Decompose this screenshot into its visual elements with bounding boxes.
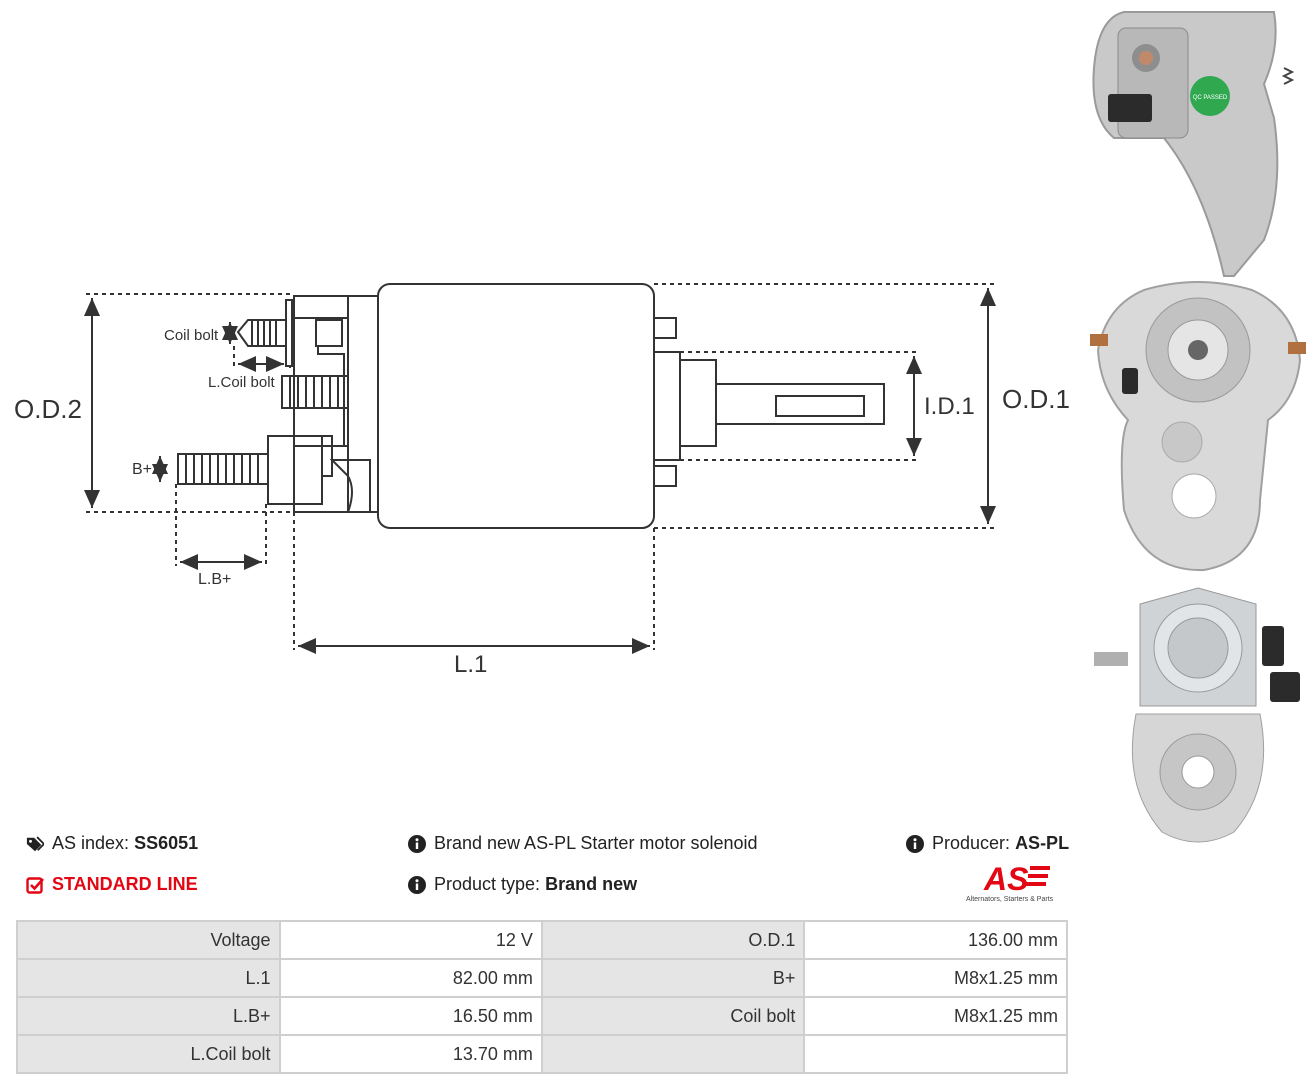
product-type-row: Product type: Brand new [408, 874, 637, 895]
qc-badge-icon [1190, 76, 1230, 116]
lb-label: L.B+ [198, 571, 231, 588]
standard-line-row: STANDARD LINE [26, 874, 198, 895]
spec-value [803, 1034, 1068, 1074]
as-index-value: SS6051 [134, 833, 199, 853]
spec-key: L.1 [16, 958, 281, 998]
qc-badge-text: QC PASSED [1193, 95, 1228, 101]
description-row: Brand new AS-PL Starter motor solenoid [408, 833, 758, 854]
producer-row: Producer: AS-PL [906, 833, 1069, 854]
description-text: Brand new AS-PL Starter motor solenoid [434, 833, 758, 853]
product-photo-front[interactable] [1084, 280, 1312, 576]
check-square-icon [26, 876, 44, 894]
spec-value: 82.00 mm [278, 958, 543, 998]
producer-value: AS-PL [1015, 833, 1070, 853]
od1-label: O.D.1 [1002, 384, 1070, 414]
spec-key [540, 1034, 806, 1074]
info-icon [408, 834, 426, 853]
tags-icon [26, 836, 44, 851]
info-icon [906, 834, 924, 853]
spec-key: Coil bolt [540, 996, 806, 1036]
product-type-label: Product type: [434, 874, 541, 894]
table-row: L.Coil bolt 13.70 mm [16, 1034, 1068, 1074]
spec-key: O.D.1 [540, 920, 806, 960]
spec-key: B+ [540, 958, 806, 998]
product-type-value: Brand new [545, 874, 638, 894]
as-logo-mark: AS [983, 861, 1050, 897]
as-pl-logo[interactable]: AS Alternators, Starters & Parts [962, 861, 1070, 908]
bplus-label: B+ [132, 461, 152, 478]
solenoid-body [377, 283, 655, 529]
middle-bolt [281, 375, 349, 409]
producer-label: Producer: [932, 833, 1011, 853]
logo-text: AS [983, 862, 1029, 894]
spec-value: 136.00 mm [803, 920, 1068, 960]
spec-value: M8x1.25 mm [803, 996, 1068, 1036]
coil-bolt-label: Coil bolt [164, 327, 219, 344]
table-row: Voltage 12 V O.D.1 136.00 mm [16, 920, 1068, 960]
table-row: L.1 82.00 mm B+ M8x1.25 mm [16, 958, 1068, 998]
spec-value: M8x1.25 mm [803, 958, 1068, 998]
table-row: L.B+ 16.50 mm Coil bolt M8x1.25 mm [16, 996, 1068, 1036]
info-icon [408, 875, 426, 894]
product-photo-back[interactable] [1084, 586, 1312, 844]
spec-value: 16.50 mm [278, 996, 543, 1036]
solenoid-dimension-diagram: O.D.2 O.D.1 I.D.1 L.1 L.B+ B+ Coil bolt … [14, 283, 1070, 678]
l-coil-bolt-label: L.Coil bolt [208, 374, 276, 391]
as-index-row: AS index: SS6051 [26, 833, 198, 854]
id1-label: I.D.1 [924, 393, 975, 420]
bplus-terminal [177, 435, 371, 513]
standard-line-label: STANDARD LINE [52, 874, 198, 894]
spec-value: 12 V [278, 920, 543, 960]
spec-key: L.Coil bolt [16, 1034, 281, 1074]
spec-key: L.B+ [16, 996, 281, 1036]
coil-bolt [236, 299, 293, 367]
logo-tagline: Alternators, Starters & Parts [966, 896, 1054, 903]
l1-label: L.1 [454, 651, 487, 678]
as-index-label: AS index: [52, 833, 130, 853]
plunger [653, 317, 885, 487]
product-photo-side[interactable]: QC PASSED [1084, 8, 1312, 278]
od2-label: O.D.2 [14, 394, 82, 424]
spec-value: 13.70 mm [278, 1034, 543, 1074]
spec-key: Voltage [16, 920, 281, 960]
specs-table: Voltage 12 V O.D.1 136.00 mm L.1 82.00 m… [16, 920, 1068, 1074]
